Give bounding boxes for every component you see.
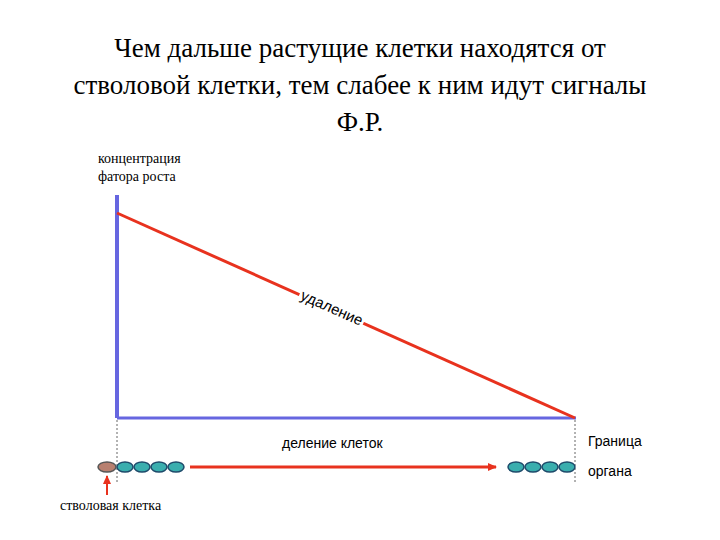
division-arrow bbox=[190, 466, 496, 469]
line-label: удаление bbox=[296, 285, 367, 329]
axis-label: концентрация фатора роста bbox=[98, 150, 213, 186]
dashed-guide bbox=[117, 420, 118, 482]
axis-caption: деление клеток bbox=[282, 434, 383, 452]
stem-cell-label: стволовая клетка bbox=[60, 497, 161, 515]
boundary-label: Граница органа bbox=[588, 426, 660, 486]
pointer-arrow bbox=[106, 476, 108, 495]
dashed-guide bbox=[575, 420, 576, 482]
x-axis bbox=[117, 417, 576, 420]
stem-cell bbox=[98, 462, 116, 472]
concentration-line bbox=[117, 213, 575, 418]
cell-chain-left bbox=[117, 462, 184, 472]
slide-title: Чем дальше растущие клетки находятся от … bbox=[70, 30, 650, 141]
cell-chain-right bbox=[508, 462, 575, 472]
y-axis bbox=[115, 195, 119, 418]
